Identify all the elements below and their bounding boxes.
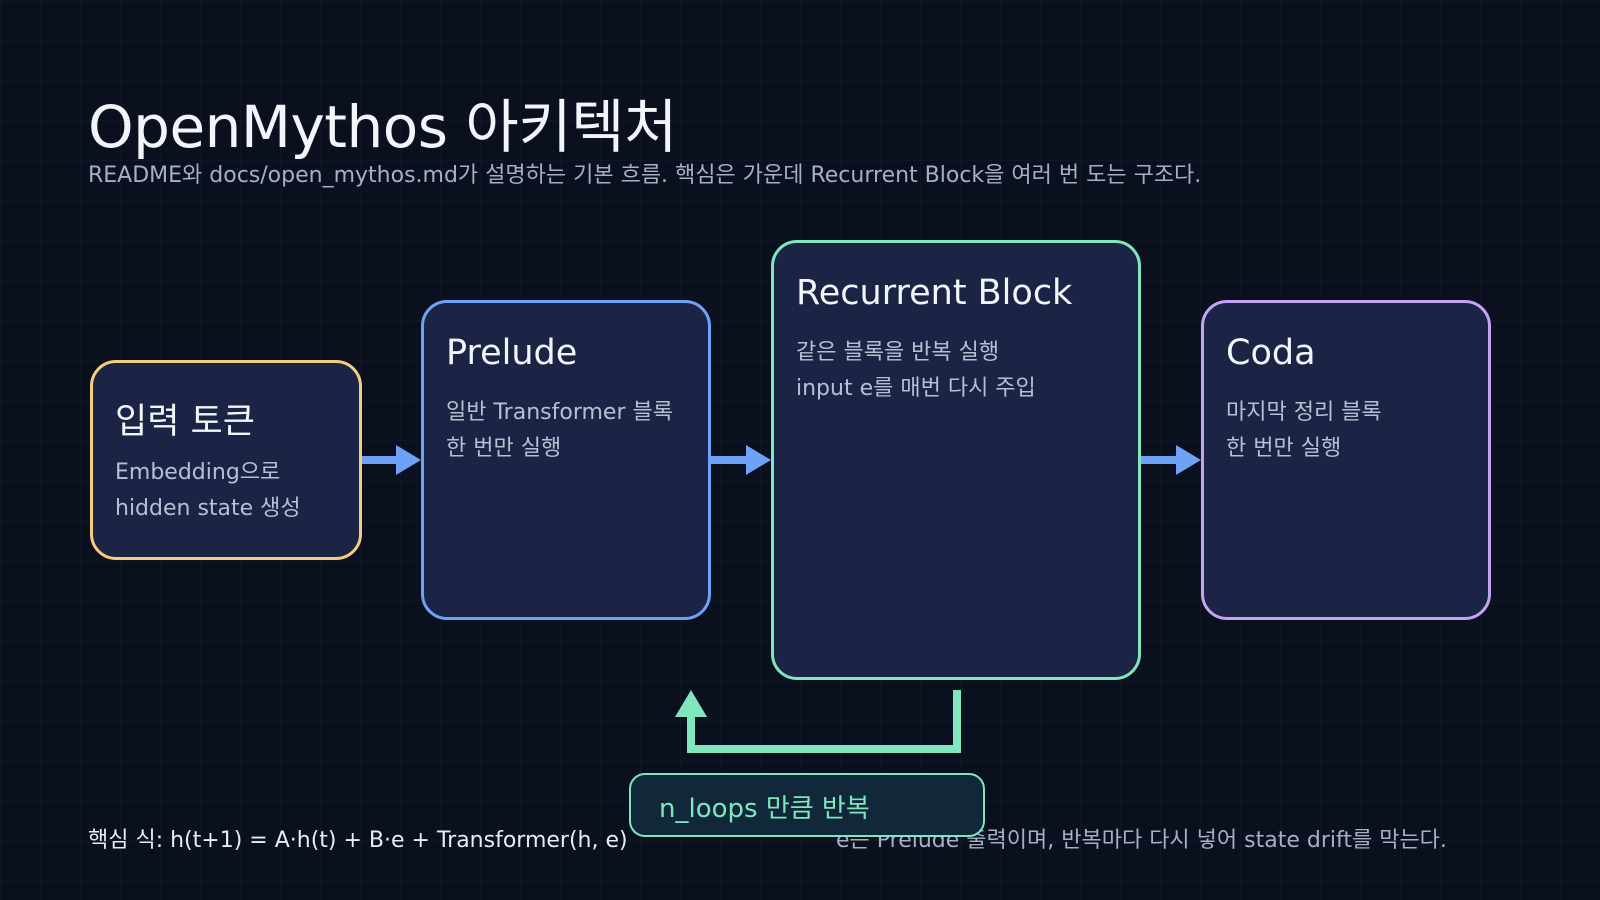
node-title: Coda [1226, 333, 1316, 373]
node-description: 일반 Transformer 블록 한 번만 실행 [446, 395, 673, 467]
node-title: 입력 토큰 [115, 402, 255, 442]
node-recurrent-block: Recurrent Block 같은 블록을 반복 실행 input e를 매번… [771, 240, 1141, 680]
page-subtitle: README와 docs/open_mythos.md가 설명하는 기본 흐름.… [88, 163, 1202, 188]
node-desc-line: 마지막 정리 블록 [1226, 400, 1382, 425]
node-desc-line: 한 번만 실행 [446, 436, 562, 461]
arrow-recurrent-to-coda [1141, 445, 1201, 475]
node-desc-line: 한 번만 실행 [1226, 436, 1342, 461]
page-title: OpenMythos 아키텍처 [88, 93, 677, 161]
footer-formula: 핵심 식: h(t+1) = A·h(t) + B·e + Transforme… [88, 828, 628, 853]
node-desc-line: Embedding으로 [115, 460, 281, 485]
arrow-input-to-prelude [362, 445, 421, 475]
node-description: 마지막 정리 블록 한 번만 실행 [1226, 395, 1382, 467]
node-description: Embedding으로 hidden state 생성 [115, 455, 301, 527]
node-title: Recurrent Block [796, 273, 1073, 313]
node-desc-line: 같은 블록을 반복 실행 [796, 340, 1000, 365]
node-coda: Coda 마지막 정리 블록 한 번만 실행 [1201, 300, 1491, 620]
node-prelude: Prelude 일반 Transformer 블록 한 번만 실행 [421, 300, 711, 620]
loop-arrow [675, 690, 961, 753]
node-desc-line: 일반 Transformer 블록 [446, 400, 673, 425]
arrow-prelude-to-recurrent [711, 445, 771, 475]
node-desc-line: input e를 매번 다시 주입 [796, 376, 1036, 401]
loop-label: n_loops 만큼 반복 [629, 773, 985, 837]
node-desc-line: hidden state 생성 [115, 496, 301, 521]
node-input-tokens: 입력 토큰 Embedding으로 hidden state 생성 [90, 360, 362, 560]
node-title: Prelude [446, 333, 578, 373]
node-description: 같은 블록을 반복 실행 input e를 매번 다시 주입 [796, 335, 1036, 407]
